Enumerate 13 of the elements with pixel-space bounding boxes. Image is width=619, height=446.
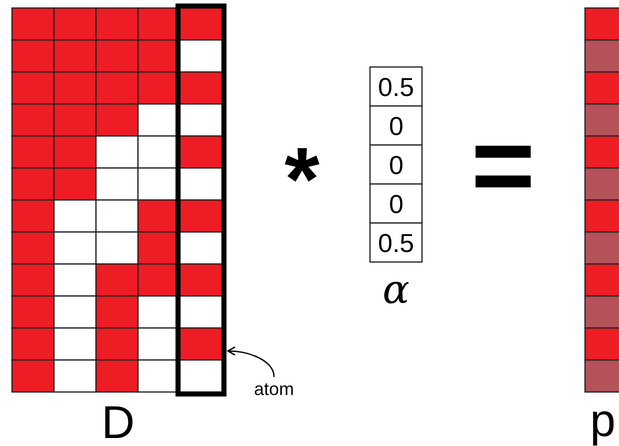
- vector-label: α: [382, 270, 410, 310]
- multiply-sign: *: [284, 144, 320, 216]
- atom-column: [176, 4, 226, 396]
- coefficient-value: 0: [389, 191, 404, 217]
- leader-label: atom: [254, 380, 294, 398]
- leader-line: [227, 346, 275, 378]
- matrix-label: D: [102, 399, 135, 445]
- coefficient-value: 0.5: [378, 74, 414, 100]
- equals-sign: =: [471, 126, 536, 204]
- coefficient-value: 0: [389, 113, 404, 139]
- vector-label: p: [590, 397, 616, 443]
- coefficient-value: 0.5: [378, 230, 414, 256]
- coefficient-value: 0: [389, 152, 404, 178]
